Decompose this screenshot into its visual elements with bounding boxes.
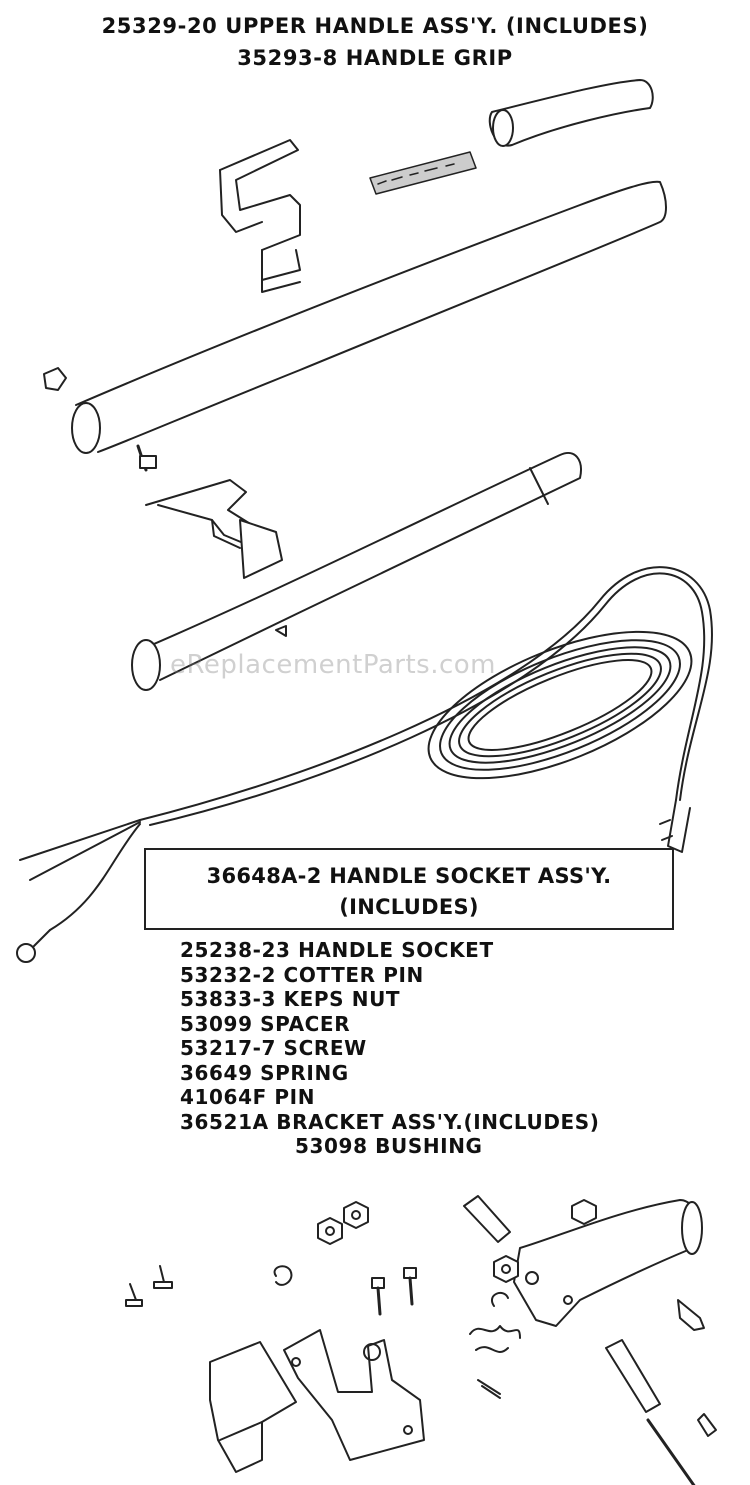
parts-list-item: 25238-23 HANDLE SOCKET [180,938,494,962]
parts-list-item: 53099 SPACER [180,1011,351,1036]
parts-list-item: 53217-7 SCREW [180,1036,367,1060]
parts-list-item: 36521A BRACKET ASS'Y.(INCLUDES) [180,1109,600,1134]
parts-list-item: 41064F PIN [180,1085,316,1109]
handle-socket-assembly-title: 36648A-2 HANDLE SOCKET ASS'Y. [206,864,612,888]
handle-socket-assembly-box: 36648A-2 HANDLE SOCKET ASS'Y. (INCLUDES) [144,848,674,930]
handle-socket-hardware [125,1195,717,1485]
watermark-text: eReplacementParts.com [170,650,497,680]
parts-list: 25238-23 HANDLE SOCKET 53232-2 COTTER PI… [180,938,700,1159]
small-nut-part [43,367,67,391]
handle-grip-part [488,79,654,147]
parts-list-item: 53833-3 KEPS NUT [180,987,401,1011]
lower-bracket-clip [145,479,283,579]
power-cord [16,566,714,963]
upper-bracket-clip [219,139,301,293]
lower-handle-tube [131,452,582,691]
parts-list-item: 53098 BUSHING [295,1134,483,1158]
parts-list-item: 53232-2 COTTER PIN [180,962,424,987]
handle-socket-assembly-includes: (INCLUDES) [339,895,479,919]
upper-handle-assembly-title: 25329-20 UPPER HANDLE ASS'Y. (INCLUDES) [101,14,649,38]
screw-part [136,444,157,472]
upper-handle-tube [71,151,667,454]
handle-grip-label: 35293-8 HANDLE GRIP [237,46,513,70]
parts-list-item: 36649 SPRING [180,1060,349,1085]
